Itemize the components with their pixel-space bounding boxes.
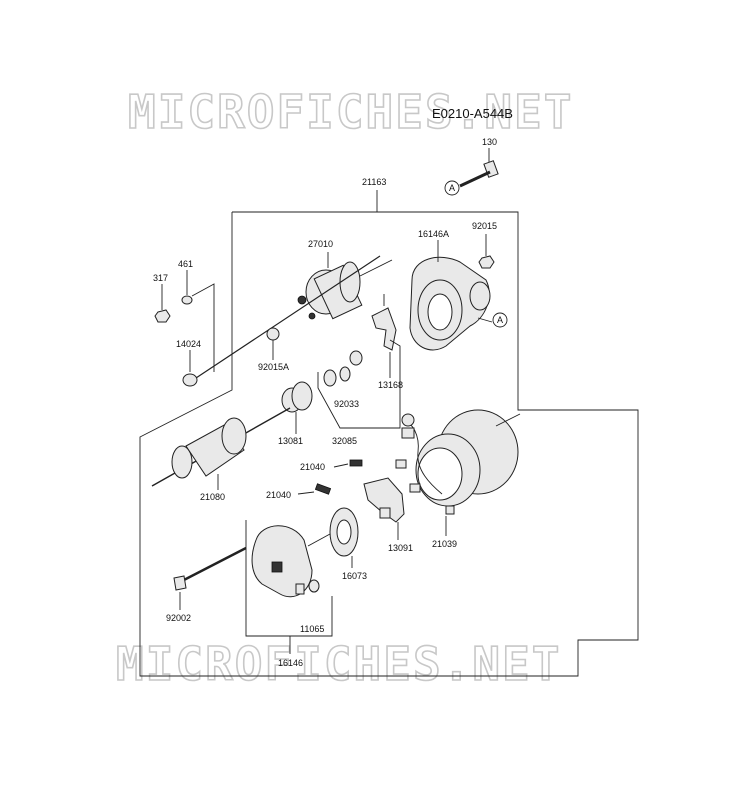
label-32085: 32085 [332,436,357,446]
callout-a-right [492,312,508,328]
reference-code: E0210-A544B [432,106,513,121]
brush-holder-13091 [363,477,405,540]
housing-16146a [409,240,491,351]
label-130: 130 [482,137,497,147]
solenoid-27010 [297,252,393,320]
bolt-92002 [173,546,247,610]
nut-92015 [478,234,495,269]
label-21163: 21163 [362,177,386,187]
label-11065: 11065 [300,624,324,634]
lever-13168 [371,294,397,378]
label-13091: 13091 [388,543,413,553]
leader-bracket-16146 [245,520,333,637]
label-21080: 21080 [200,492,225,502]
label-461: 461 [178,259,193,269]
label-14024: 14024 [176,339,201,349]
label-16146: 16146 [278,658,303,668]
washers-92033 [323,350,363,387]
ring-92015a [266,327,280,360]
shaft-14024 [182,255,381,387]
end-cover-16146 [251,525,320,598]
label-317: 317 [153,273,168,283]
leader-bracket-left [191,283,215,372]
watermark-bottom: MICROFICHES.NET [116,637,561,691]
pinion-13081 [281,381,313,434]
spring-21040-lower [314,483,332,495]
label-92015: 92015 [472,221,497,231]
callout-a-top [444,180,460,196]
label-21040-upper: 21040 [300,462,325,472]
label-21039: 21039 [432,539,457,549]
armature-21080 [151,407,291,490]
label-92002: 92002 [166,613,191,623]
callout-a-top-label: A [449,183,455,193]
label-13168: 13168 [378,380,403,390]
label-92015a: 92015A [258,362,289,372]
label-27010: 27010 [308,239,333,249]
nut-317 [154,284,171,323]
watermark-top: MICROFICHES.NET [128,85,573,139]
assembly-outline [139,211,639,677]
callout-a-right-label: A [497,315,503,325]
plate-16073 [307,507,359,568]
label-13081: 13081 [278,436,303,446]
yoke-assembly [395,409,521,515]
spring-21040-upper [349,459,363,467]
bolt-130 [459,148,499,188]
leader-bracket-32085 [317,339,401,429]
label-16073: 16073 [342,571,367,581]
label-92033: 92033 [334,399,359,409]
label-16146a: 16146A [418,229,449,239]
label-21040-lower: 21040 [266,490,291,500]
washer-461 [181,270,193,305]
